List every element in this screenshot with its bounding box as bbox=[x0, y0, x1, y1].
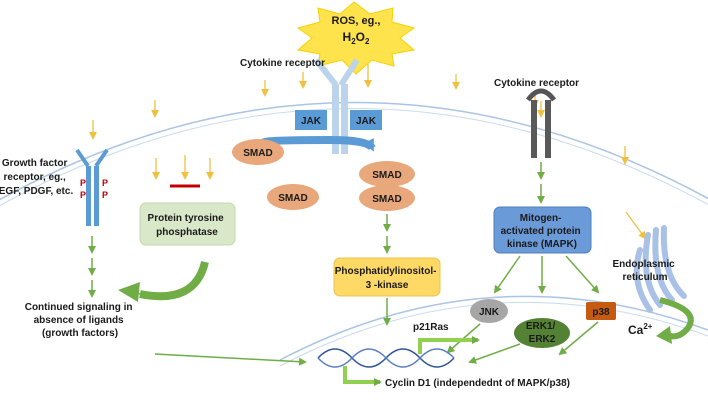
cytokine-receptor-left bbox=[313, 58, 360, 154]
ros-star bbox=[296, 1, 416, 75]
svg-text:P: P bbox=[80, 178, 86, 188]
svg-text:P: P bbox=[102, 190, 108, 200]
cyclin-label: Cyclin D1 (independednt of MAPK/p38) bbox=[385, 378, 570, 389]
signaling-to-dna-arrow bbox=[154, 353, 307, 366]
svg-text:SMAD: SMAD bbox=[278, 193, 307, 204]
mapk-label: Mitogen- activated protein kinase (MAPK) bbox=[501, 213, 584, 250]
cytokine-receptor-left-label: Cytokine receptor bbox=[240, 58, 325, 69]
p21ras-label: p21Ras bbox=[413, 322, 449, 333]
growth-factor-receptor: P P P P bbox=[75, 148, 109, 226]
smad-group: SMAD SMAD SMAD SMAD bbox=[232, 139, 415, 211]
er-label: Endoplasmic reticulum bbox=[612, 259, 677, 283]
pi3k-box bbox=[333, 257, 441, 297]
svg-text:P: P bbox=[80, 190, 86, 200]
pi3k-label: Phosphatidylinositol- 3 -kinase bbox=[335, 266, 439, 291]
erk-label: ERK1/ ERK2 bbox=[526, 321, 558, 345]
ptp-curved-arrow bbox=[138, 260, 209, 301]
calcium-label: Ca2+ bbox=[628, 322, 653, 337]
continued-signaling-label: Continued signaling in absence of ligand… bbox=[25, 302, 136, 339]
svg-text:SMAD: SMAD bbox=[372, 170, 401, 181]
svg-text:SMAD: SMAD bbox=[243, 148, 272, 159]
mapk-branch-arrows bbox=[493, 255, 600, 294]
cytokine-receptor-right bbox=[525, 88, 557, 158]
outer-membrane-inner bbox=[0, 108, 708, 207]
growth-factor-label: Growth factor receptor, eg., EGF, PDGF, … bbox=[0, 158, 73, 197]
ptp-box bbox=[139, 202, 236, 246]
p21ras-arrow bbox=[418, 336, 480, 354]
er-calcium-arrow bbox=[659, 297, 694, 340]
p38-node bbox=[586, 302, 616, 320]
er-shape bbox=[633, 225, 687, 313]
svg-text:P: P bbox=[102, 178, 108, 188]
p38-label: p38 bbox=[592, 307, 610, 318]
jnk-node bbox=[470, 299, 508, 323]
ros-arrows bbox=[89, 64, 647, 240]
ptp-curved-arrowhead bbox=[118, 282, 140, 302]
outer-membrane bbox=[0, 101, 708, 201]
jak-left-label: JAK bbox=[301, 116, 322, 127]
jak-right-label: JAK bbox=[356, 116, 377, 127]
ptp-label: Protein tyrosine phosphatase bbox=[148, 213, 227, 238]
jnk-label: JNK bbox=[479, 307, 500, 318]
cytokine-receptor-right-label: Cytokine receptor bbox=[494, 78, 579, 89]
er-calcium-arrowhead bbox=[656, 326, 672, 344]
jak-right-box bbox=[350, 110, 382, 130]
svg-text:SMAD: SMAD bbox=[372, 194, 401, 205]
h2o2-label: H2O2 bbox=[343, 30, 370, 46]
jak-left-box bbox=[295, 110, 327, 130]
erk-node bbox=[514, 318, 570, 348]
mapk-box bbox=[493, 206, 592, 254]
ros-label: ROS, eg., bbox=[332, 15, 381, 27]
dna-strand-b bbox=[317, 348, 455, 368]
cyclin-arrow bbox=[343, 366, 382, 386]
